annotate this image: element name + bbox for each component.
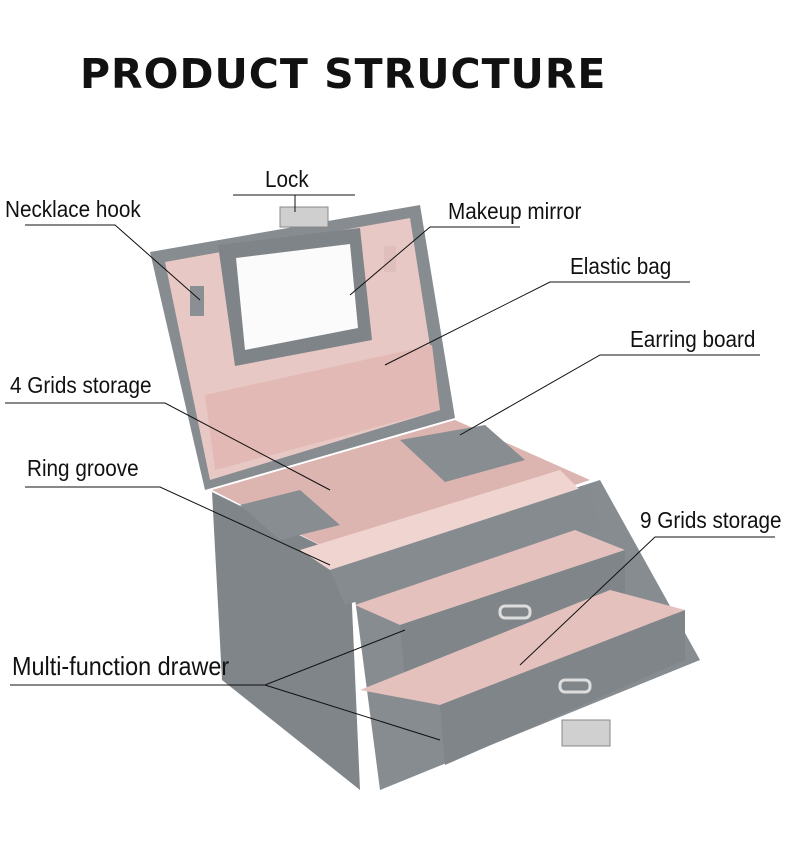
elastic-bag-leader	[384, 281, 690, 366]
ring-groove	[300, 470, 580, 570]
label-multi-function-drawer: Multi-function drawer	[12, 651, 230, 681]
label-ring-groove: Ring groove	[27, 455, 139, 481]
front-lock	[561, 719, 611, 747]
nine-grids-leader	[519, 536, 775, 666]
lower-drawer-front	[440, 610, 685, 765]
upper-drawer-front	[400, 550, 625, 680]
earring-board-left	[240, 490, 340, 540]
label-4-grids-storage: 4 Grids storage	[10, 372, 152, 398]
upper-drawer-top	[355, 530, 625, 625]
earring-board-leader	[459, 354, 760, 436]
drawer-handle-1	[498, 604, 532, 620]
leader-lines	[5, 194, 775, 741]
earring-board	[400, 425, 525, 482]
four-grids-leader	[5, 402, 331, 491]
label-necklace-hook: Necklace hook	[5, 196, 141, 222]
drawer-leader-2	[264, 684, 441, 741]
necklace-hook	[190, 286, 204, 316]
body-side	[212, 492, 360, 790]
necklace-hook-leader	[25, 224, 201, 301]
lower-drawer-top	[360, 590, 685, 705]
makeup-mirror-glass	[236, 244, 358, 350]
elastic-bag	[205, 345, 440, 470]
page-title: PRODUCT STRUCTURE	[80, 50, 607, 98]
label-9-grids-storage: 9 Grids storage	[640, 507, 782, 533]
ring-groove-leader	[25, 486, 331, 566]
label-earring-board: Earring board	[630, 326, 756, 352]
label-lock: Lock	[265, 166, 309, 192]
label-elastic-bag: Elastic bag	[570, 253, 672, 279]
lock-plate	[279, 206, 329, 228]
drawer-handle-2	[558, 678, 592, 694]
label-makeup-mirror: Makeup mirror	[448, 198, 582, 224]
makeup-mirror-leader	[349, 226, 520, 296]
tray-front	[330, 485, 600, 605]
necklace-hook-2	[384, 246, 396, 272]
